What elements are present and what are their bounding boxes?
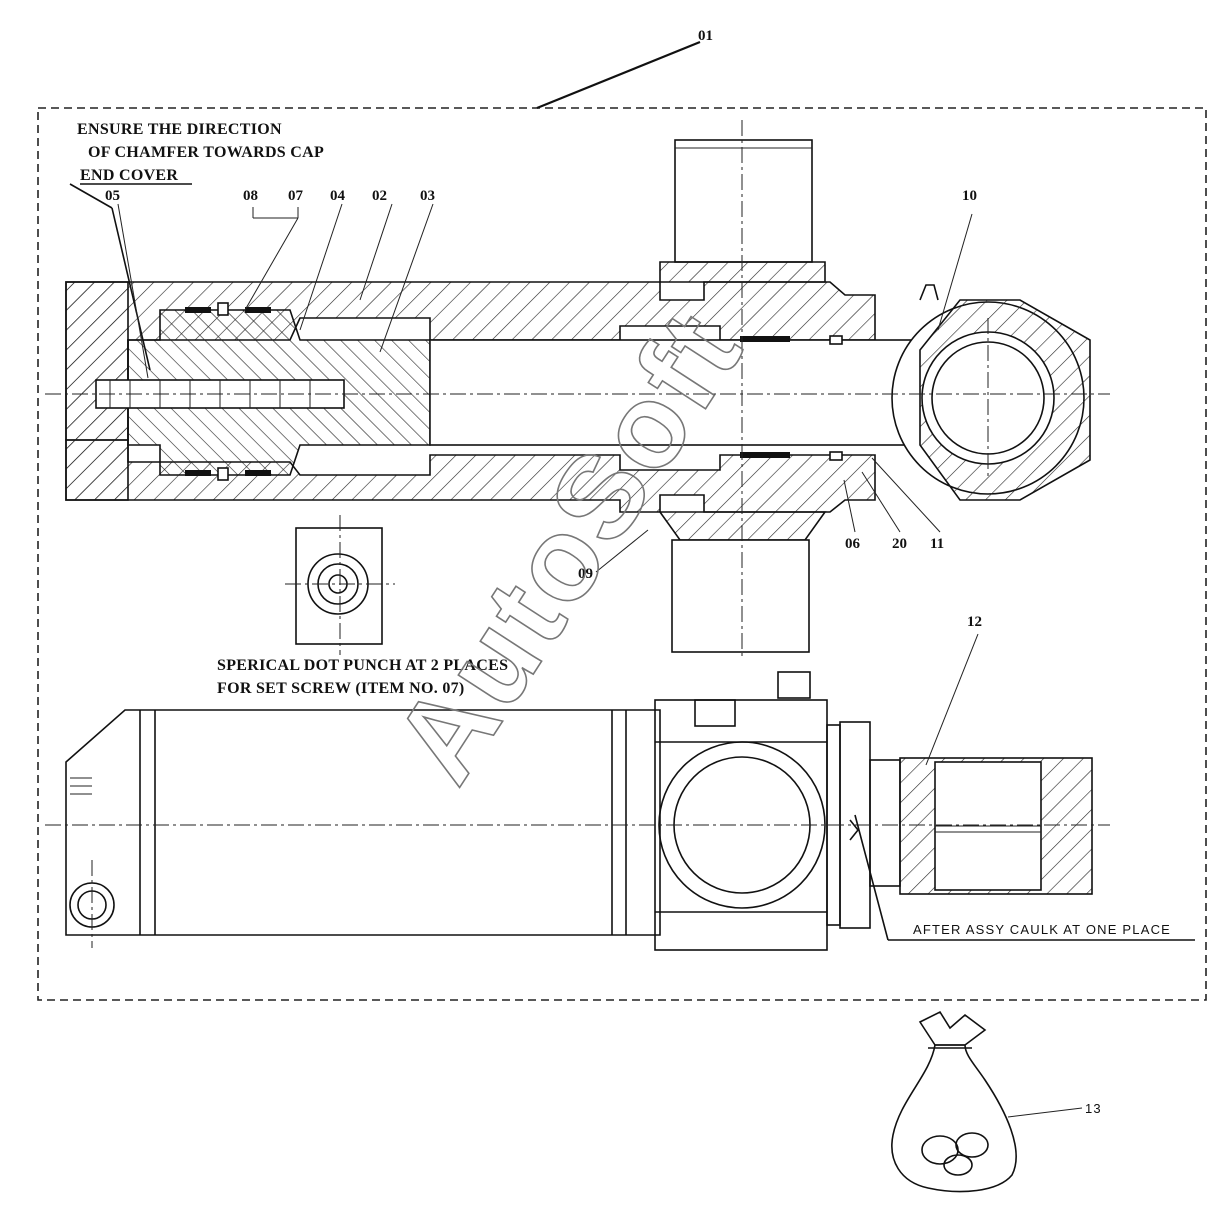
callout-01: 01: [536, 28, 713, 110]
port-fitting-bottom: [671, 539, 810, 653]
svg-text:03: 03: [420, 188, 435, 204]
callout-07: 07: [244, 188, 304, 311]
callout-20: 20: [861, 471, 907, 552]
piston-seal-bottom: [185, 470, 211, 476]
svg-text:01: 01: [698, 28, 713, 44]
piston-seal-bottom-2: [245, 470, 271, 476]
svg-text:ENSURE THE DIRECTION: ENSURE THE DIRECTION: [77, 121, 282, 138]
svg-text:FOR SET SCREW (ITEM NO. 07): FOR SET SCREW (ITEM NO. 07): [217, 680, 465, 697]
svg-text:20: 20: [892, 536, 907, 552]
bleed-plug: [777, 671, 811, 699]
svg-text:09: 09: [578, 566, 593, 582]
port-fitting-top: [674, 139, 813, 263]
callout-12: 12: [925, 614, 982, 766]
set-screw: [217, 302, 229, 316]
assembly-boundary: [37, 107, 1207, 1001]
chamfer-note: ENSURE THE DIRECTION OF CHAMFER TOWARDS …: [69, 121, 324, 371]
callout-03: 03: [379, 188, 435, 353]
callout-05: 05: [105, 188, 149, 379]
callout-08: 08: [243, 188, 298, 219]
svg-text:11: 11: [930, 536, 944, 552]
section-view: [45, 120, 1110, 660]
svg-text:AFTER ASSY CAULK AT ONE PLACE: AFTER ASSY CAULK AT ONE PLACE: [913, 922, 1171, 937]
barrel-bottom-wall: [65, 439, 876, 513]
svg-text:END COVER: END COVER: [80, 167, 178, 184]
grease-nipple: [919, 284, 939, 301]
gland-seal-bottom: [740, 452, 790, 458]
elevation-view: AFTER ASSY CAULK AT ONE PLACE: [45, 671, 1195, 951]
callout-02: 02: [359, 188, 393, 301]
svg-text:OF CHAMFER TOWARDS CAP: OF CHAMFER TOWARDS CAP: [88, 144, 324, 161]
caulk-note: AFTER ASSY CAULK AT ONE PLACE: [854, 814, 1195, 941]
callout-11: 11: [871, 457, 944, 552]
piston-seal-top: [185, 307, 211, 313]
piston-seal-top-2: [245, 307, 271, 313]
svg-text:12: 12: [967, 614, 982, 630]
svg-text:06: 06: [845, 536, 861, 552]
svg-text:08: 08: [243, 188, 258, 204]
cylinder-tube: [65, 709, 661, 936]
svg-text:07: 07: [288, 188, 304, 204]
svg-text:02: 02: [372, 188, 387, 204]
svg-text:04: 04: [330, 188, 346, 204]
callout-09: 09: [578, 529, 649, 582]
parts-bag-icon: [891, 1010, 1083, 1193]
punch-note: SPERICAL DOT PUNCH AT 2 PLACES FOR SET S…: [217, 657, 508, 697]
callout-13: 13: [1085, 1101, 1102, 1116]
svg-text:SPERICAL DOT PUNCH AT 2 PLACES: SPERICAL DOT PUNCH AT 2 PLACES: [217, 657, 508, 674]
callout-10: 10: [937, 188, 977, 331]
svg-text:05: 05: [105, 188, 120, 204]
gland-seal-top: [740, 336, 790, 342]
callout-04: 04: [299, 188, 346, 331]
callout-06: 06: [843, 479, 861, 552]
piston-rod: [429, 339, 921, 446]
svg-text:10: 10: [962, 188, 977, 204]
set-screw-detail-view: [285, 515, 395, 655]
